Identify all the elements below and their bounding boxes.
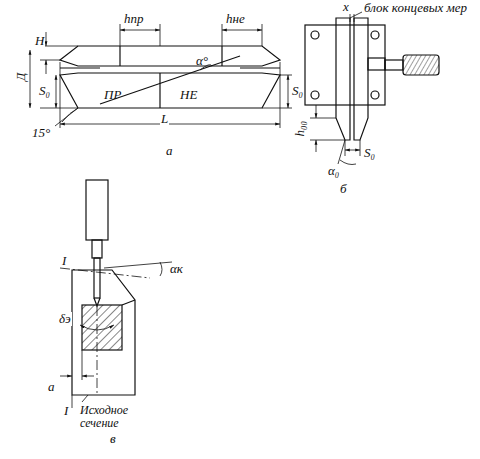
fixture-plate xyxy=(305,25,385,105)
angle-label: 15° xyxy=(32,126,50,140)
dimension-label: S₀ xyxy=(292,84,303,98)
gauge-lower-part xyxy=(60,73,280,108)
dimension-label: S₀ xyxy=(364,146,375,160)
dimension-label: δэ xyxy=(58,312,72,326)
dimension-label: Д xyxy=(14,72,28,82)
dimension-label: hне xyxy=(226,12,245,26)
zone-label: НЕ xyxy=(180,88,197,102)
part-section xyxy=(72,270,135,395)
knurled-knob xyxy=(403,55,439,75)
dimension-label: hпр xyxy=(124,12,144,26)
dimension-label: x xyxy=(343,0,349,14)
zone-label: ПР xyxy=(104,88,121,102)
dimension-label: h₀₀ xyxy=(293,121,307,137)
gauge-upper-part xyxy=(60,46,280,66)
dimension-label: H xyxy=(34,34,45,48)
dimension-label: L xyxy=(160,112,169,126)
part-name: блок концевых мер xyxy=(364,1,467,15)
view-letter: а xyxy=(166,144,173,158)
section-mark: I xyxy=(64,404,68,418)
angle-label: α₀ xyxy=(328,164,339,178)
dimension-label: S₀ xyxy=(38,84,51,98)
view-letter: б xyxy=(340,182,347,196)
gauge-block-stack xyxy=(336,18,350,140)
indicator-body xyxy=(86,180,108,240)
gauge-bevel xyxy=(100,56,240,104)
angle-label: α° xyxy=(196,54,208,68)
section-mark: I xyxy=(62,254,66,268)
view-letter: в xyxy=(110,432,116,446)
dimension-label: а xyxy=(48,380,55,394)
section-name: Исходное сечение xyxy=(80,404,142,429)
angle-label: αк xyxy=(170,262,183,276)
screw xyxy=(385,60,403,70)
